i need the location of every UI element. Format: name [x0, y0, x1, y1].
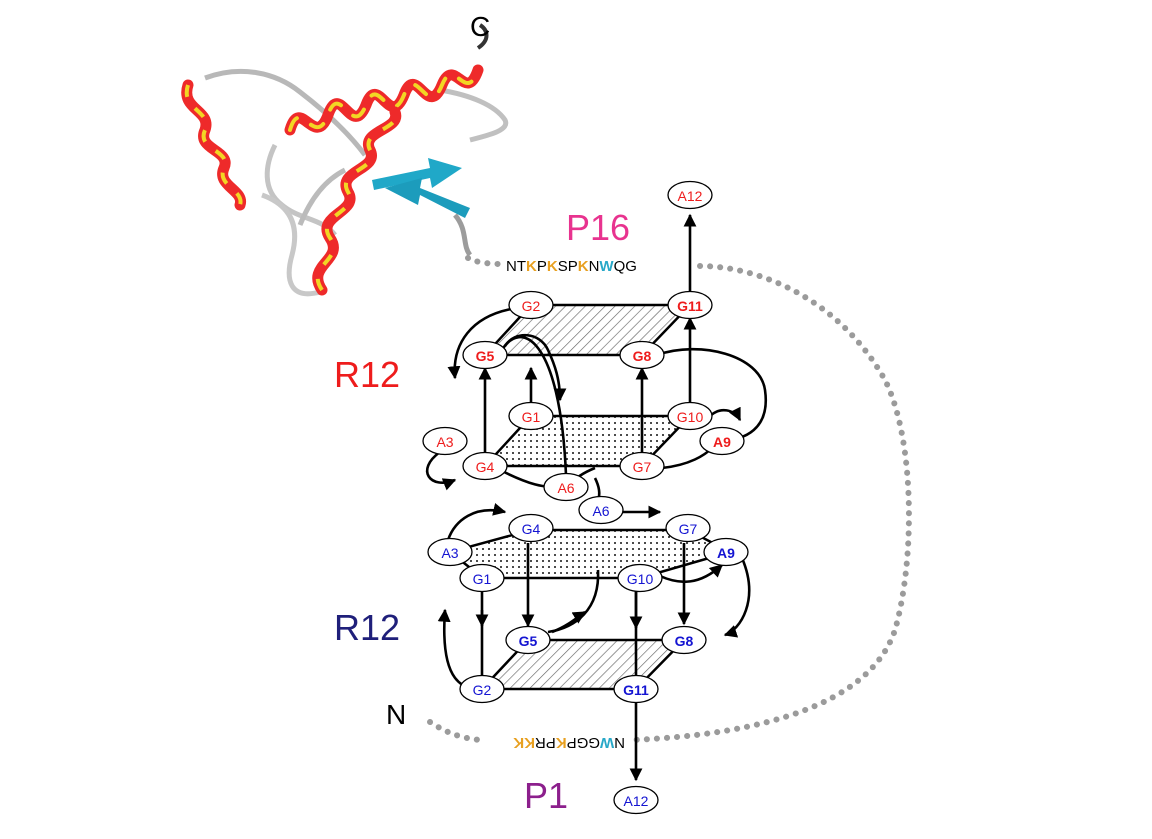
- upper-node-g7: G7: [619, 451, 665, 481]
- lower-node-label-g1: G1: [473, 571, 492, 587]
- upper-node-a6: A6: [543, 472, 589, 502]
- seq-p16-residue-2: P: [537, 258, 547, 275]
- lower-node-label-g5: G5: [519, 633, 538, 649]
- upper-node-label-g1: G1: [522, 409, 541, 425]
- upper-node-a9: A9: [699, 426, 745, 456]
- seq-p1-residue-2: GGP: [567, 734, 600, 751]
- lower-node-g8: G8: [661, 625, 707, 655]
- seq-p16-residue-0: NT: [506, 258, 526, 275]
- upper-node-label-g10: G10: [677, 409, 704, 425]
- upper-node-g4: G4: [462, 451, 508, 481]
- lower-node-label-g11: G11: [623, 682, 649, 698]
- seq-p16-residue-1: K: [526, 258, 537, 275]
- upper-node-g8: G8: [619, 340, 665, 370]
- lower-node-label-a9: A9: [717, 545, 735, 561]
- p16-label: P16: [566, 207, 630, 248]
- upper-node-a12: A12: [667, 180, 713, 210]
- upper-node-label-a9: A9: [713, 434, 731, 450]
- upper-node-label-a3: A3: [436, 434, 453, 450]
- seq-p1-residue-6: K: [513, 734, 524, 751]
- p16-linker-dots-left: [465, 255, 503, 267]
- upper-node-label-g4: G4: [476, 459, 495, 475]
- p1-linker-dots: [427, 719, 483, 743]
- upper-node-label-g5: G5: [476, 348, 495, 364]
- upper-node-g2: G2: [508, 290, 554, 320]
- upper-node-label-a6: A6: [557, 480, 574, 496]
- lower-node-label-a3: A3: [441, 545, 458, 561]
- seq-p1-residue-1: W: [599, 734, 614, 751]
- seq-p16-residue-5: K: [578, 258, 589, 275]
- lower-node-g10: G10: [617, 563, 663, 593]
- upper-node-g5: G5: [462, 340, 508, 370]
- lower-node-g1: G1: [459, 563, 505, 593]
- lower-node-label-g7: G7: [679, 521, 698, 537]
- protein-ribbon-structure: [181, 23, 509, 297]
- lower-node-label-a12: A12: [624, 793, 649, 809]
- p1-label: P1: [524, 775, 568, 816]
- lower-node-g2: G2: [459, 674, 505, 704]
- upper-node-label-a12: A12: [678, 188, 703, 204]
- lower-node-g11: G11: [613, 674, 659, 704]
- seq-p16-residue-4: SP: [558, 258, 578, 275]
- seq-p16-residue-8: QG: [614, 258, 637, 275]
- seq-p1-residue-4: PR: [535, 734, 556, 751]
- upper-node-label-g7: G7: [633, 459, 652, 475]
- seq-p16-residue-3: K: [547, 258, 558, 275]
- upper-node-g11: G11: [667, 290, 713, 320]
- upper-node-label-g11: G11: [677, 298, 703, 314]
- r12-upper-label: R12: [334, 354, 400, 395]
- upper-node-g10: G10: [667, 401, 713, 431]
- lower-node-g5: G5: [505, 625, 551, 655]
- upper-node-a3: A3: [422, 426, 468, 456]
- n-terminus-label: N: [386, 699, 406, 730]
- lower-node-g4: G4: [508, 513, 554, 543]
- lower-node-label-g2: G2: [473, 682, 492, 698]
- lower-node-a3: A3: [427, 537, 473, 567]
- lower-node-g7: G7: [665, 513, 711, 543]
- upper-node-g1: G1: [508, 401, 554, 431]
- seq-p16-residue-7: W: [599, 258, 614, 275]
- lower-node-label-a6: A6: [592, 503, 609, 519]
- upper-node-label-g8: G8: [633, 348, 652, 364]
- p1-sequence: NWGGPKPRKK: [513, 734, 625, 751]
- lower-node-label-g4: G4: [522, 521, 541, 537]
- lower-node-label-g10: G10: [627, 571, 654, 587]
- seq-p16-residue-6: N: [589, 258, 600, 275]
- seq-p1-residue-3: K: [556, 734, 567, 751]
- seq-p1-residue-5: K: [524, 734, 535, 751]
- p16-linker-dots-right: [627, 263, 912, 743]
- c-terminus-label: C: [470, 11, 490, 42]
- lower-node-label-g8: G8: [675, 633, 694, 649]
- upper-node-label-g2: G2: [522, 298, 541, 314]
- lower-node-a6: A6: [578, 495, 624, 525]
- lower-node-a9: A9: [703, 537, 749, 567]
- lower-node-a12: A12: [613, 785, 659, 815]
- r12-lower-label: R12: [334, 607, 400, 648]
- p16-sequence: NTKPKSPKNWQG: [506, 258, 637, 275]
- seq-p1-residue-0: N: [614, 734, 625, 751]
